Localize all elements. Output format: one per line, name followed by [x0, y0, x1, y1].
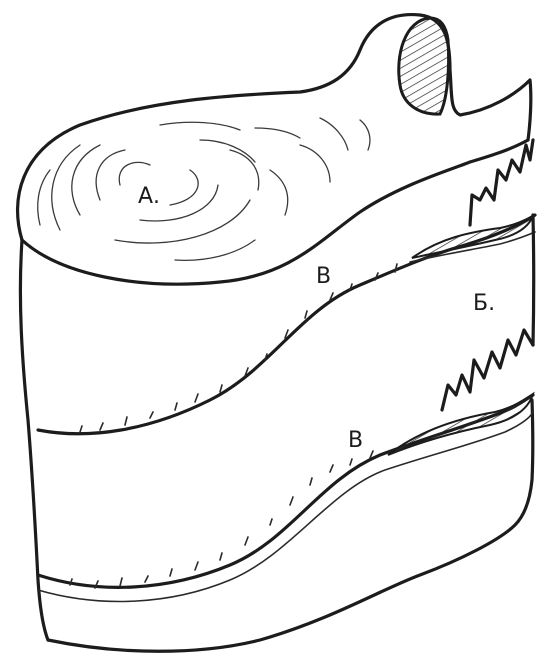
end-section-hatched	[399, 18, 449, 114]
top-surface-outline	[18, 15, 531, 240]
lower-tear	[442, 330, 533, 410]
top-front-edge	[22, 140, 528, 284]
label-edge-upper: В	[316, 264, 331, 289]
right-mid-edge	[533, 215, 534, 345]
upper-torn-hatched	[412, 216, 533, 258]
label-edge-lower: В	[348, 428, 363, 453]
label-top-surface: А.	[138, 184, 160, 209]
label-side-face: Б.	[473, 291, 495, 316]
fiber-fringe	[70, 264, 397, 588]
lower-layer-inner	[38, 412, 533, 601]
left-side-edge	[20, 240, 48, 640]
wood-grain	[38, 118, 370, 260]
